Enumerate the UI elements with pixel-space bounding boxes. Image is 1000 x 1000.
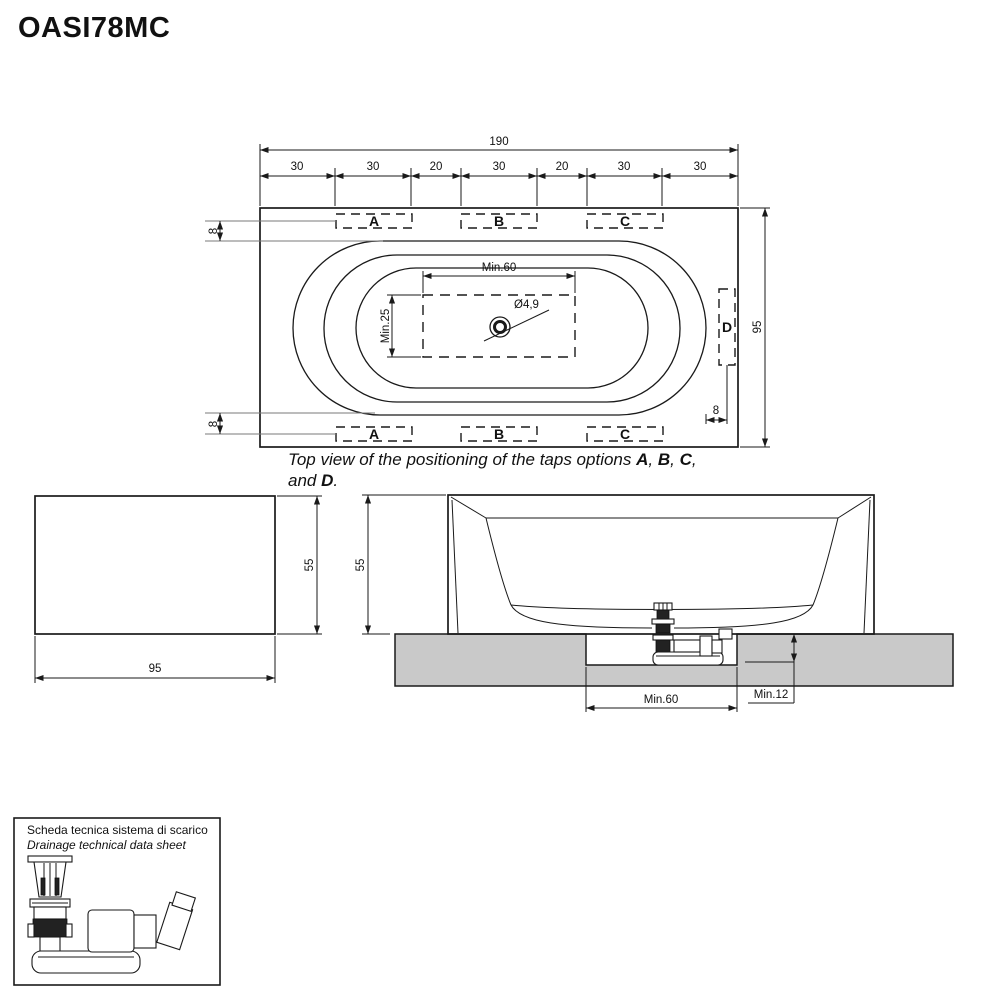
segment-label-4: 30	[493, 161, 506, 173]
faucet-zone: Min.60 Min.25	[380, 262, 576, 358]
side-height-label: 55	[304, 559, 316, 572]
segment-label-1: 30	[291, 161, 304, 173]
caption-option-a: A	[636, 450, 649, 469]
dim-offset-top-left-label: 8	[208, 228, 220, 234]
side-width-label: 95	[149, 663, 162, 675]
inner-floor-oval	[355, 267, 649, 389]
tap-d-label: D	[722, 319, 732, 335]
dim-side-95: 95	[740, 207, 770, 448]
side-view: 55 95	[34, 495, 322, 683]
tap-option-b-bottom: B	[460, 426, 538, 442]
top-view: 190 30 30 20 30 20 30 30	[205, 136, 770, 448]
tap-option-c-top: C	[586, 213, 664, 229]
section-dim-min60: Min.60	[585, 667, 738, 712]
section-view: 55 Min.60 Min.12	[355, 494, 954, 712]
drain-inner-circle	[493, 320, 507, 334]
drainage-illustration	[27, 855, 197, 974]
recess-width-label: Min.60	[644, 694, 679, 706]
outlet-elbow	[156, 891, 197, 951]
caption-line1: Top view of the positioning of the taps …	[288, 450, 637, 469]
dim-segments: 30 30 20 30 20 30 30	[260, 161, 738, 206]
side-dim-55: 55	[277, 495, 322, 635]
drain-outer-circle	[489, 316, 511, 338]
recess-depth-label: Min.12	[754, 689, 789, 701]
min25-label: Min.25	[380, 309, 392, 344]
tap-a-bottom-label: A	[369, 426, 379, 442]
dim-offset-right-label: 8	[713, 405, 719, 417]
tap-c-top-label: C	[620, 213, 630, 229]
page-title: OASI78MC	[18, 12, 171, 44]
segment-label-6: 30	[618, 161, 631, 173]
caption-option-c: C	[679, 450, 692, 469]
segment-label-7: 30	[694, 161, 707, 173]
drain-seal-band	[32, 918, 68, 938]
plug-cap	[27, 855, 73, 863]
tap-option-d-right: D	[718, 288, 736, 366]
tap-option-a-bottom: A	[335, 426, 413, 442]
dim-offset-8-bottom-left: 8	[205, 412, 375, 435]
section-drain-assembly	[651, 602, 733, 666]
section-dim-55: 55	[355, 494, 446, 635]
outer-rim-oval	[292, 240, 707, 416]
dim-offset-8-right: 8	[705, 365, 728, 424]
min60-top-label: Min.60	[482, 262, 517, 274]
section-height-label: 55	[355, 559, 367, 572]
drainage-box	[13, 817, 221, 986]
tap-option-a-top: A	[335, 213, 413, 229]
tap-b-bottom-label: B	[494, 426, 504, 442]
middle-rim-oval	[323, 254, 681, 403]
tap-option-b-top: B	[460, 213, 538, 229]
caption-option-b: B	[657, 450, 671, 469]
drainage-title-english: Drainage technical data sheet	[27, 838, 186, 852]
tap-a-top-label: A	[369, 213, 379, 229]
dim-offset-8-top-left: 8	[205, 220, 383, 242]
tub-rim-ovals	[292, 240, 707, 416]
section-dim-min12: Min.12	[745, 634, 798, 704]
caption-option-d: D	[321, 471, 334, 490]
tap-option-c-bottom: C	[586, 426, 664, 442]
tap-b-top-label: B	[494, 213, 504, 229]
dim-total-190: 190	[259, 136, 739, 206]
tub-outline-section	[447, 494, 875, 635]
top-view-caption: Top view of the positioning of the taps …	[288, 450, 697, 490]
tap-c-bottom-label: C	[620, 426, 630, 442]
segment-label-5: 20	[556, 161, 569, 173]
drainage-box-text: Scheda tecnica sistema di scarico Draina…	[27, 823, 208, 853]
side-dim-95: 95	[34, 636, 276, 683]
drainage-title-italian: Scheda tecnica sistema di scarico	[27, 823, 208, 837]
drainage-box-border	[13, 817, 221, 986]
dim-side-95-label: 95	[752, 321, 764, 334]
segment-label-2: 30	[367, 161, 380, 173]
trap-base	[31, 950, 141, 974]
drain-diameter-label: Ø4,9	[514, 299, 539, 311]
dim-offset-bottom-left-label: 8	[208, 421, 220, 427]
tub-outline-top-view	[259, 207, 739, 448]
segment-label-3: 20	[430, 161, 443, 173]
side-view-outline	[34, 495, 276, 635]
tub-interior-lines	[450, 496, 872, 634]
caption-line2: and	[288, 471, 322, 490]
drain-hole: Ø4,9	[483, 299, 550, 342]
dim-total-label: 190	[489, 136, 508, 148]
trap-body	[87, 909, 135, 953]
